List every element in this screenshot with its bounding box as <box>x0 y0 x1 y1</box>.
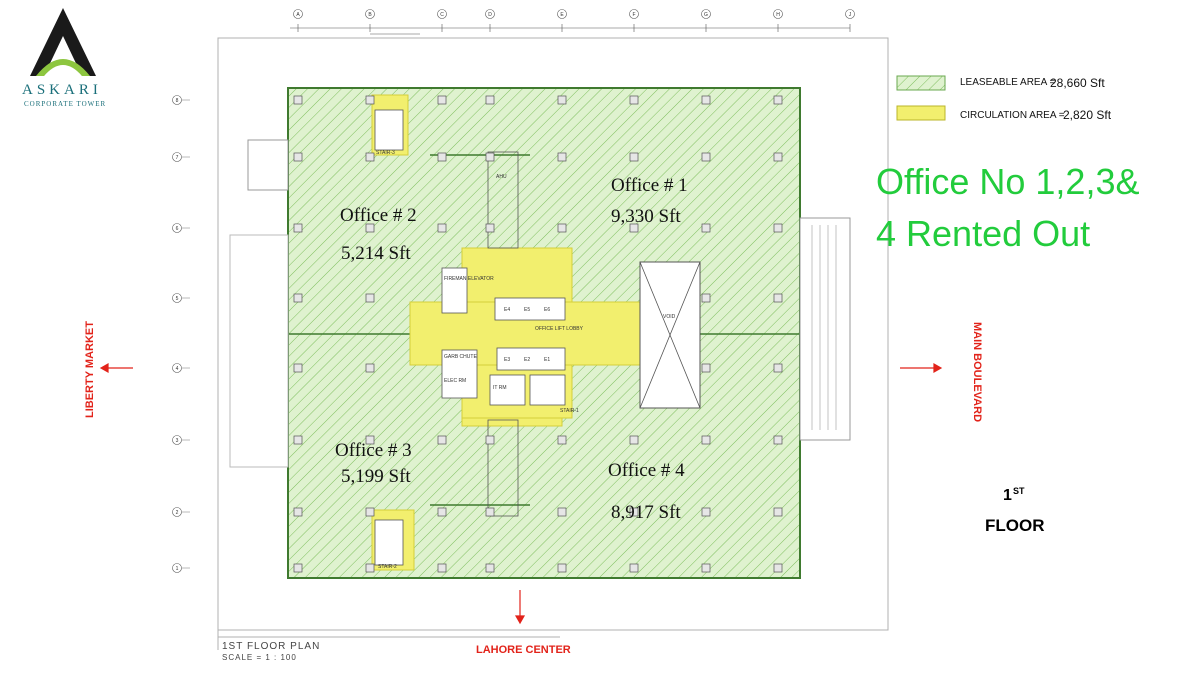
svg-text:E: E <box>560 12 564 18</box>
lift-label-e3: E3 <box>504 357 510 363</box>
column-label-J: J <box>845 9 855 19</box>
legend-leaseable-label: LEASEABLE AREA = <box>960 77 1056 88</box>
row-label-6: 6 <box>172 223 190 233</box>
direction-east-label: MAIN BOULEVARD <box>971 322 983 423</box>
fireman-elevator-label: FIREMAN ELEVATOR <box>444 276 494 282</box>
row-label-2: 2 <box>172 507 190 517</box>
column-label-C: C <box>437 9 447 19</box>
legend-leaseable-value: 28,660 Sft <box>1050 76 1105 90</box>
logo-name: ASKARI <box>22 82 102 98</box>
svg-text:5: 5 <box>176 296 179 302</box>
column-label-B: B <box>365 9 375 19</box>
stair-1-label: STAIR-1 <box>560 408 579 414</box>
svg-text:C: C <box>440 12 444 18</box>
lift-label-e1: E1 <box>544 357 550 363</box>
void-label: VOID <box>663 314 676 320</box>
svg-text:F: F <box>632 12 635 18</box>
row-label-7: 7 <box>172 152 190 162</box>
svg-text:A: A <box>296 12 300 18</box>
svg-text:1: 1 <box>176 566 179 572</box>
svg-text:G: G <box>704 12 708 18</box>
legend-circulation-label: CIRCULATION AREA = <box>960 110 1065 121</box>
stair-3-label: STAIR-3 <box>376 150 395 156</box>
dimension-ticks <box>297 24 851 32</box>
floor-word: FLOOR <box>985 516 1045 535</box>
row-label-8: 8 <box>172 95 190 105</box>
it-room-label: IT RM <box>493 385 507 391</box>
ahu-label: AHU <box>496 174 507 180</box>
lift-label-e6: E6 <box>544 307 550 313</box>
legend-circulation-swatch <box>896 105 946 121</box>
askari-logo-icon <box>30 8 96 76</box>
elec-room-label: ELEC RM <box>444 378 466 384</box>
office-1-label: Office # 1 <box>611 175 688 196</box>
svg-text:D: D <box>488 12 492 18</box>
rented-status-line-1: Office No 1,2,3& <box>876 161 1140 202</box>
column-label-F: F <box>629 9 639 19</box>
svg-text:3: 3 <box>176 438 179 444</box>
svg-text:4: 4 <box>176 366 179 372</box>
office-1-area: 9,330 Sft <box>611 206 681 227</box>
column-label-H: H <box>773 9 783 19</box>
lift-label-e4: E4 <box>504 307 510 313</box>
logo-subtitle: CORPORATE TOWER <box>24 100 107 108</box>
row-label-5: 5 <box>172 293 190 303</box>
svg-text:2: 2 <box>176 510 179 516</box>
column-label-G: G <box>701 9 711 19</box>
office-3-area: 5,199 Sft <box>341 466 411 487</box>
column-label-A: A <box>293 9 303 19</box>
svg-text:8: 8 <box>176 98 179 104</box>
svg-text:B: B <box>368 12 372 18</box>
rented-status-line-2: 4 Rented Out <box>876 213 1091 254</box>
stair-2-label: STAIR-2 <box>378 564 397 570</box>
svg-text:7: 7 <box>176 155 179 161</box>
lobby-label: OFFICE LIFT LOBBY <box>535 326 584 332</box>
direction-south-label: LAHORE CENTER <box>476 644 571 656</box>
legend-leaseable-swatch <box>896 75 946 91</box>
office-4-label: Office # 4 <box>608 460 685 481</box>
svg-text:H: H <box>776 12 780 18</box>
lift-label-e5: E5 <box>524 307 530 313</box>
office-2-label: Office # 2 <box>340 205 417 226</box>
structural-columns <box>293 95 783 573</box>
floor-suffix: ST <box>1013 486 1025 496</box>
row-grid-labels: 8 7 6 5 4 3 2 1 <box>172 95 190 573</box>
office-3-label: Office # 3 <box>335 440 412 461</box>
column-label-D: D <box>485 9 495 19</box>
plan-scale: SCALE = 1 : 100 <box>222 653 297 662</box>
office-2-area: 5,214 Sft <box>341 243 411 264</box>
row-label-1: 1 <box>172 563 190 573</box>
row-label-3: 3 <box>172 435 190 445</box>
row-label-4: 4 <box>172 363 190 373</box>
svg-text:J: J <box>849 12 852 18</box>
garb-chute-label: GARB CHUTE <box>444 354 477 360</box>
office-4-area: 8,917 Sft <box>611 502 681 523</box>
lift-label-e2: E2 <box>524 357 530 363</box>
column-label-E: E <box>557 9 567 19</box>
plan-title: 1ST FLOOR PLAN <box>222 641 321 652</box>
direction-west-label: LIBERTY MARKET <box>84 321 96 418</box>
svg-text:6: 6 <box>176 226 179 232</box>
legend-circulation-value: 2,820 Sft <box>1063 108 1112 122</box>
floor-number: 1 <box>1003 487 1012 504</box>
